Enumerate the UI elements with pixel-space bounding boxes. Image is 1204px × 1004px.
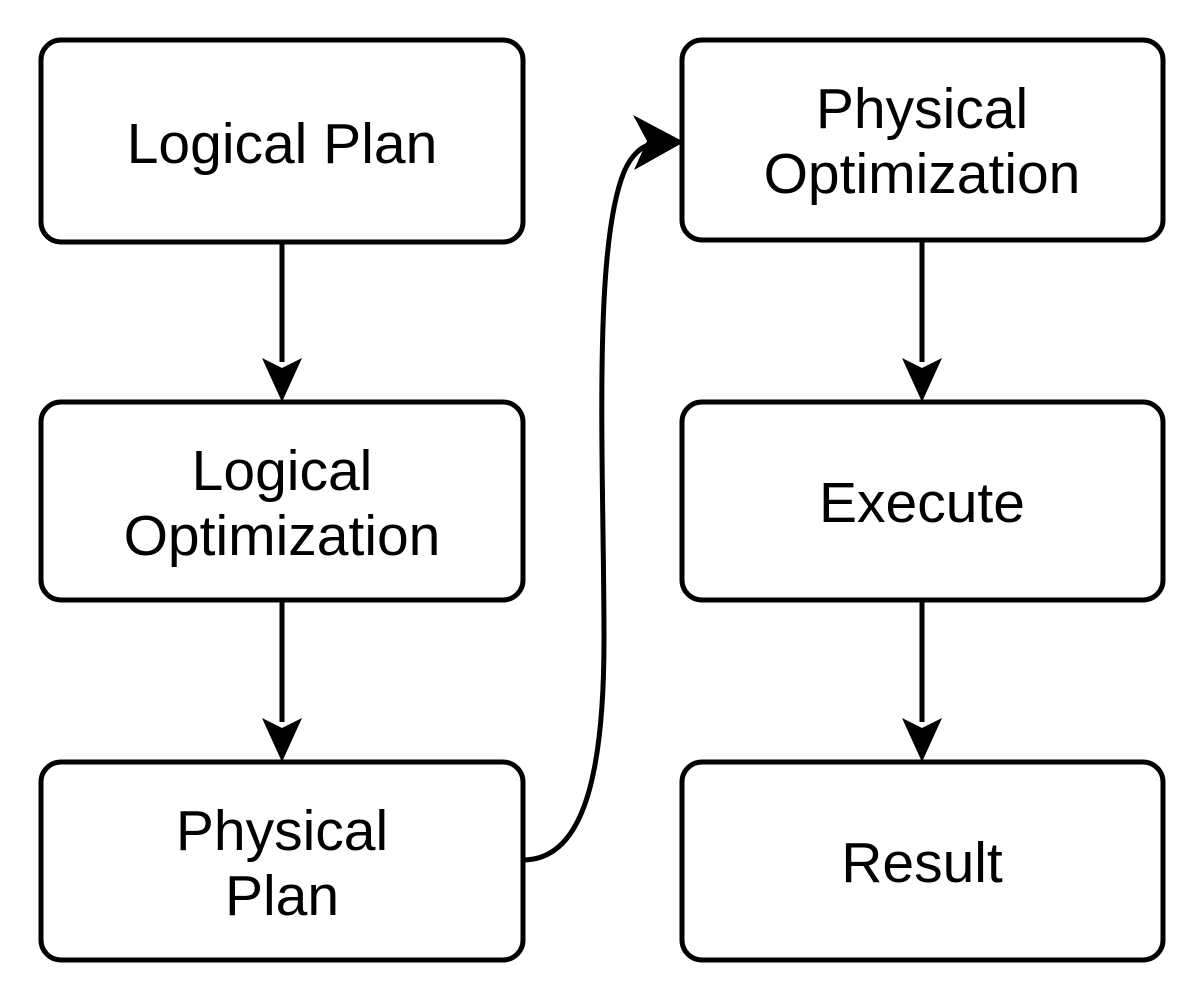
edge-logical-plan-to-logical-optimization: [262, 242, 302, 402]
node-result-shape[interactable]: [679, 759, 1166, 963]
node-logical-optimization[interactable]: Logical Optimization: [38, 399, 526, 603]
node-physical-optimization-label-line-2: Optimization: [764, 142, 1081, 206]
node-logical-plan-label-line-1: Logical Plan: [127, 112, 438, 176]
node-execute-label-line-1: Execute: [819, 471, 1025, 535]
node-physical-optimization[interactable]: Physical Optimization: [679, 37, 1166, 243]
node-logical-optimization-label-line-1: Logical: [192, 439, 373, 503]
node-physical-plan-label-line-2: Plan: [225, 864, 339, 928]
node-logical-plan[interactable]: Logical Plan: [38, 37, 526, 245]
node-physical-plan-label-line-1: Physical: [176, 799, 388, 863]
edge-physical-plan-to-physical-optimization: [522, 115, 684, 863]
node-logical-optimization-label-line-2: Optimization: [124, 504, 441, 568]
edge-execute-to-result: [902, 600, 942, 762]
node-physical-plan[interactable]: Physical Plan: [38, 759, 526, 963]
edge-3-arrowhead: [633, 115, 684, 170]
edge-5-arrowhead: [902, 718, 942, 762]
node-result[interactable]: Result: [679, 759, 1166, 963]
edge-4-arrowhead: [902, 358, 942, 402]
edge-2-arrowhead: [262, 718, 302, 762]
edge-1-arrowhead: [262, 358, 302, 402]
node-physical-optimization-label-line-1: Physical: [816, 77, 1028, 141]
edge-physical-optimization-to-execute: [902, 240, 942, 402]
edge-logical-optimization-to-physical-plan: [262, 600, 302, 762]
node-result-label-line-1: Result: [841, 831, 1003, 895]
edge-3-curve: [522, 139, 663, 863]
node-execute[interactable]: Execute: [679, 399, 1166, 603]
